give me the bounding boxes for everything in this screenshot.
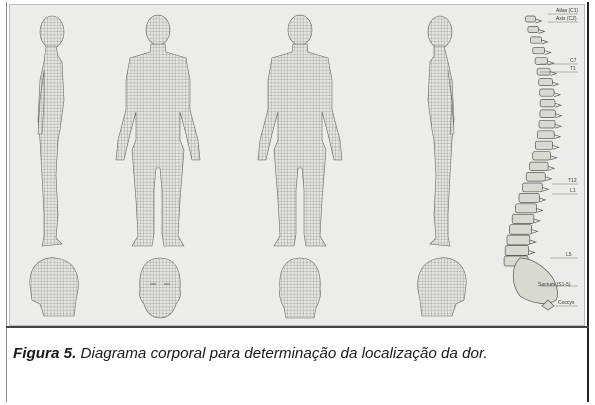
vertebra-process [539, 197, 547, 203]
sacrum-shape [512, 257, 558, 304]
vertebra-process [547, 165, 556, 171]
vertebra-process [538, 29, 546, 34]
vertebra [534, 140, 553, 150]
vertebra [539, 99, 556, 108]
vertebra-process [544, 50, 552, 55]
label-t1: T1 [570, 66, 576, 72]
vertebra-process [529, 239, 537, 245]
vertebra [504, 245, 529, 256]
vertebra [534, 57, 548, 65]
spine-labels: Atlas (C1) Axis (C2) C7 T1 T12 L1 L5 Sac… [538, 8, 579, 307]
vertebra-process [552, 144, 560, 150]
figure-caption: Figura 5. Diagrama corporal para determi… [13, 344, 533, 363]
vertebra-process [550, 71, 558, 76]
body-back-view [257, 14, 343, 247]
vertebra [539, 88, 555, 97]
vertebra [527, 26, 539, 33]
vertebra [532, 151, 551, 161]
vertebra [529, 161, 549, 171]
label-l1: L1 [570, 188, 576, 194]
vertebra [538, 78, 553, 86]
vertebra [530, 36, 542, 44]
vertebra-process [531, 229, 539, 234]
vertebra [525, 172, 546, 182]
vertebra [506, 234, 531, 246]
spine-diagram [503, 15, 563, 311]
vertebra-process [552, 81, 560, 87]
vertebra [539, 109, 556, 118]
body-side-view-right [427, 15, 455, 247]
vertebra-process [536, 208, 544, 213]
caption-divider [6, 326, 589, 328]
label-coccyx: Coccyx [558, 300, 575, 306]
vertebra [518, 193, 540, 203]
label-atlas: Atlas (C1) [556, 8, 579, 14]
head-side-left [29, 257, 79, 317]
label-c7: C7 [570, 58, 577, 64]
vertebra-process [554, 102, 563, 108]
body-side-view-left [37, 15, 65, 247]
vertebra [532, 46, 545, 55]
vertebra [538, 119, 556, 129]
caption-text: Diagrama corporal para determinação da l… [76, 345, 488, 362]
vertebra [515, 203, 537, 214]
vertebra [537, 130, 555, 140]
body-front-view [115, 14, 201, 247]
vertebra-process [545, 176, 553, 182]
head-back [279, 257, 321, 319]
vertebra-process [535, 18, 543, 24]
label-l5: L5 [566, 252, 572, 258]
label-t12: T12 [568, 178, 577, 184]
vertebra-process [528, 250, 536, 255]
vertebra-process [555, 113, 563, 119]
vertebra [522, 182, 543, 193]
vertebra-process [554, 134, 562, 140]
vertebra-process [547, 60, 555, 66]
vertebra-process [553, 92, 562, 98]
label-sacrum: Sacrum (S1-5) [538, 282, 571, 288]
coccyx-shape [541, 299, 555, 311]
vertebra [536, 67, 551, 76]
head-front [139, 257, 181, 319]
vertebra-process [550, 155, 558, 161]
vertebra [511, 213, 535, 224]
vertebra-process [542, 186, 550, 192]
caption-label: Figura 5. [13, 345, 77, 362]
vertebra-process [554, 123, 563, 129]
vertebra-process [533, 218, 541, 224]
vertebra-process [541, 39, 549, 45]
vertebra [525, 15, 536, 23]
vertebra [509, 224, 532, 235]
figure-frame [6, 2, 589, 402]
label-axis: Axis (C2) [556, 16, 577, 22]
head-side-right [417, 257, 467, 317]
